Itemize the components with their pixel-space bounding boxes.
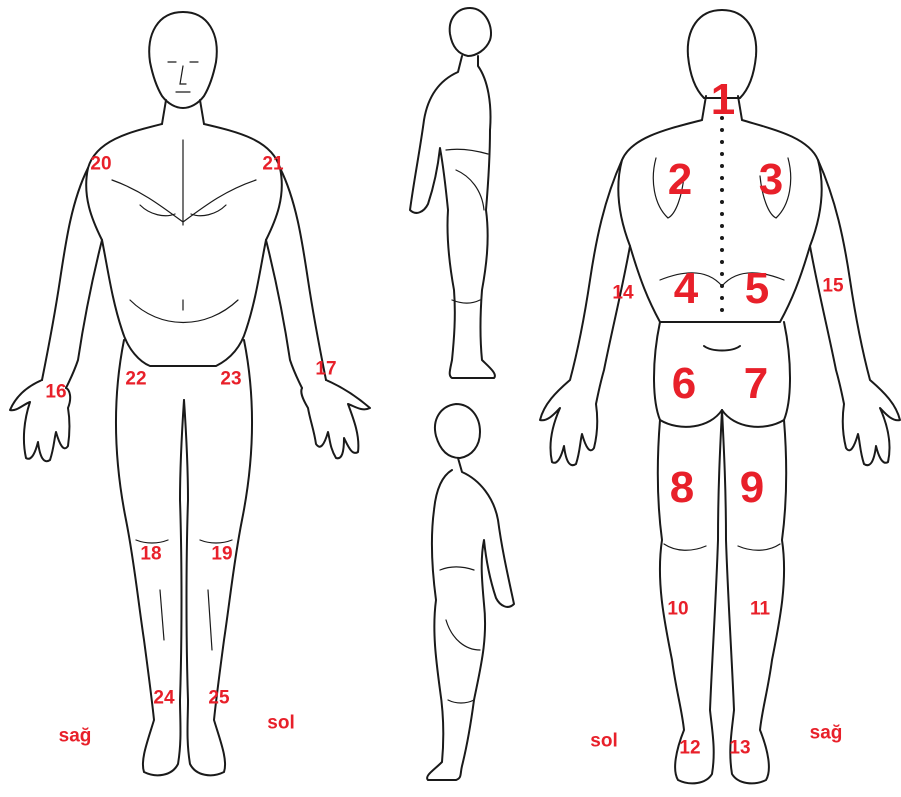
front-face-eyes — [168, 62, 198, 92]
label-13: 13 — [729, 739, 750, 758]
back-figure — [540, 10, 900, 783]
label-22: 22 — [125, 370, 146, 389]
label-1: 1 — [711, 78, 735, 122]
label-11: 11 — [750, 600, 770, 619]
side-top-body — [410, 56, 495, 378]
side-figure-bottom — [427, 404, 514, 780]
front-chest-detail — [112, 140, 256, 323]
side-top-head — [450, 8, 491, 56]
front-side-right-label: sağ — [59, 727, 92, 746]
label-3: 3 — [759, 158, 783, 202]
label-9: 9 — [740, 466, 764, 510]
label-24: 24 — [153, 689, 174, 708]
label-21: 21 — [262, 155, 283, 174]
label-8: 8 — [670, 466, 694, 510]
label-16: 16 — [45, 383, 66, 402]
side-bottom-detail — [440, 567, 480, 703]
label-14: 14 — [612, 284, 633, 303]
label-25: 25 — [208, 689, 229, 708]
label-7: 7 — [744, 362, 768, 406]
side-figure-top — [410, 8, 495, 378]
label-19: 19 — [211, 545, 232, 564]
back-arm-left — [540, 160, 630, 465]
front-arm-right — [42, 168, 102, 388]
label-6: 6 — [672, 362, 696, 406]
label-4: 4 — [674, 267, 698, 311]
back-knee-detail — [664, 544, 780, 550]
label-20: 20 — [90, 155, 111, 174]
back-arm-right — [810, 160, 900, 465]
front-hand-left — [301, 380, 370, 458]
label-18: 18 — [140, 545, 161, 564]
back-spine — [720, 116, 724, 312]
back-side-left-label: sol — [590, 732, 617, 751]
side-bottom-head — [435, 404, 480, 458]
label-12: 12 — [679, 739, 700, 758]
label-10: 10 — [667, 600, 688, 619]
label-5: 5 — [745, 267, 769, 311]
front-torso — [86, 124, 282, 366]
front-arm-left — [266, 168, 326, 388]
front-side-left-label: sol — [267, 714, 294, 733]
label-15: 15 — [822, 277, 843, 296]
label-23: 23 — [220, 370, 241, 389]
back-side-right-label: sağ — [810, 724, 843, 743]
back-torso — [618, 120, 821, 322]
label-17: 17 — [315, 360, 336, 379]
front-head — [149, 12, 217, 108]
label-2: 2 — [668, 158, 692, 202]
side-bottom-body — [427, 458, 514, 780]
